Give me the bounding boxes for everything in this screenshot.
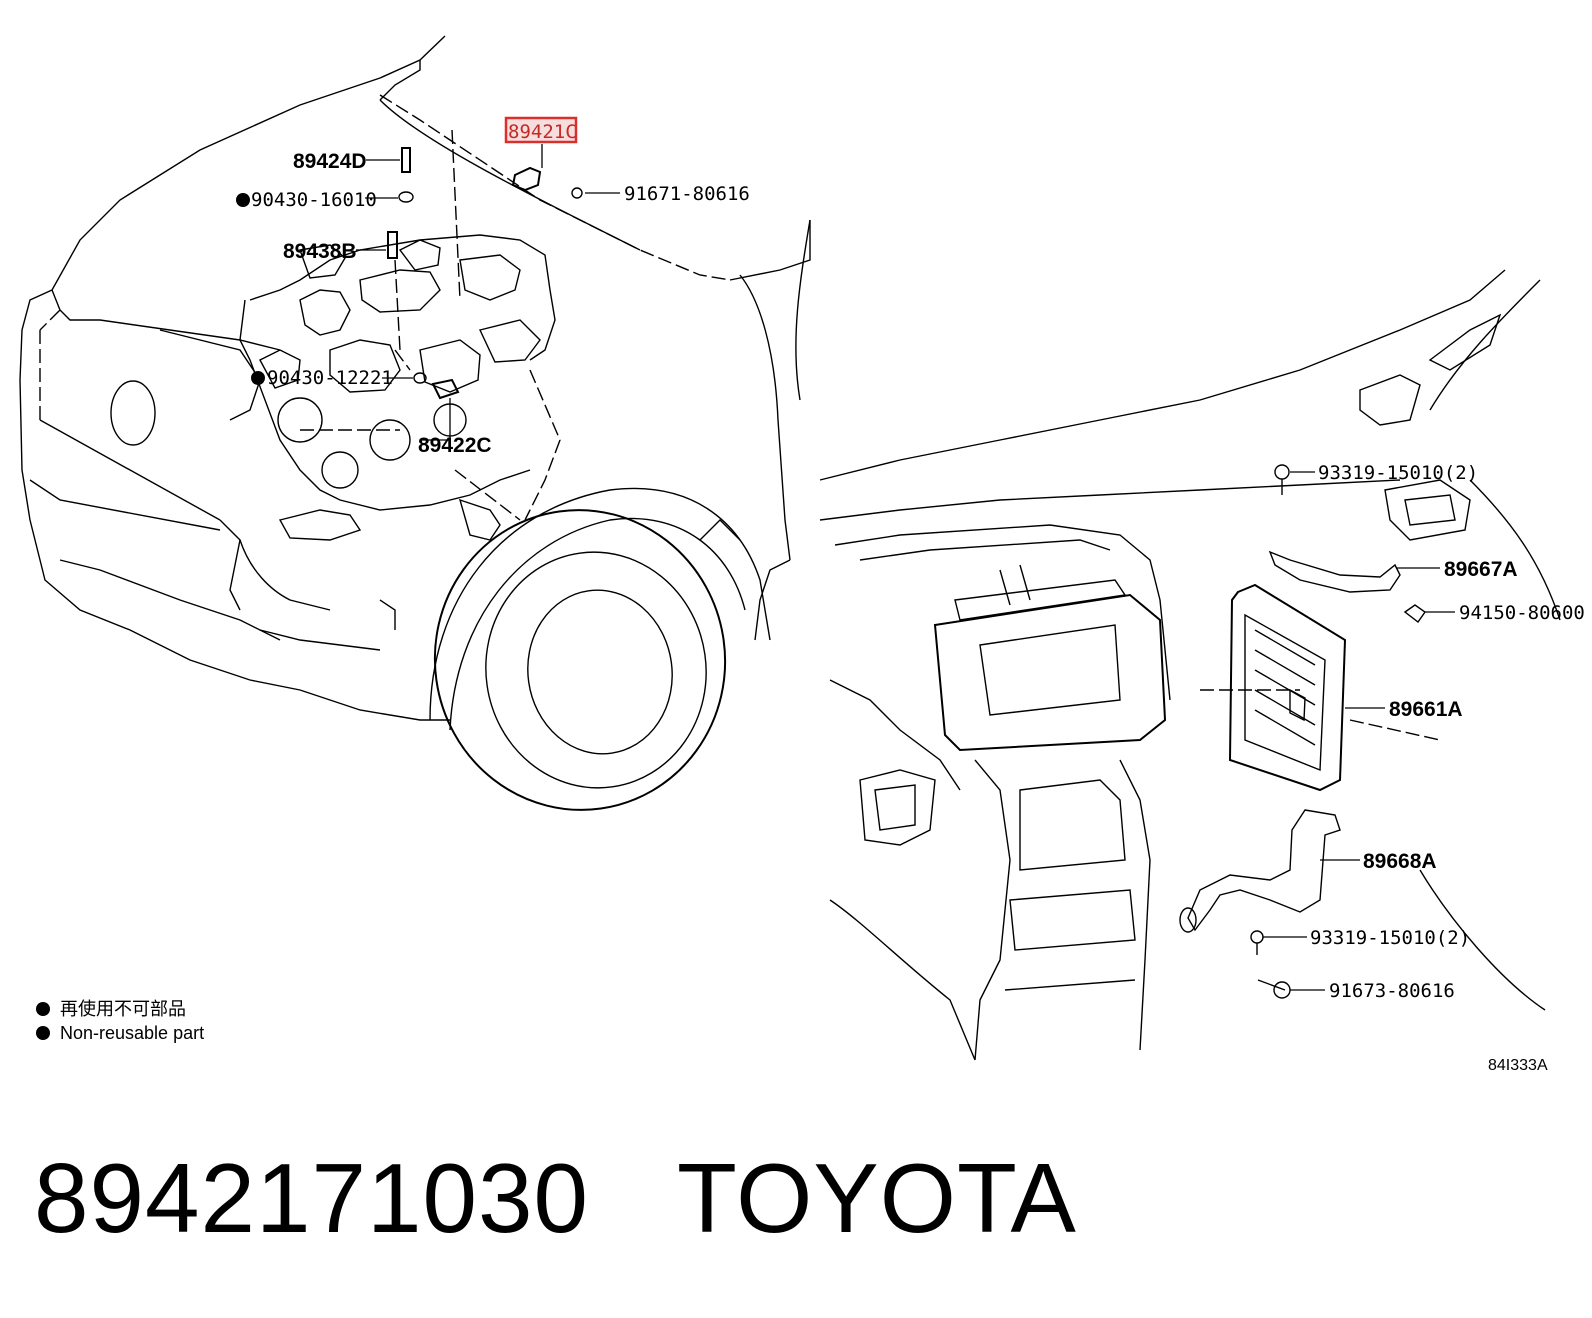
leader-lines (356, 144, 1455, 991)
footer-part-number: 8942171030 (34, 1143, 590, 1253)
footer-brand: TOYOTA (677, 1143, 1077, 1253)
label-89424D[interactable]: 89424D (293, 150, 367, 173)
diagram-reference-code: 84I333A (1488, 1057, 1548, 1074)
non-reusable-marker (236, 193, 250, 207)
label-89422C[interactable]: 89422C (418, 434, 492, 457)
legend-line-english: Non-reusable part (60, 1023, 204, 1043)
label-89438B[interactable]: 89438B (283, 240, 357, 263)
dashboard-illustration (819, 269, 1561, 1061)
label-90430-16010[interactable]: 90430-16010 (251, 189, 377, 211)
highlight-box (504, 116, 578, 144)
footer-caption: 8942171030 TOYOTA (34, 1142, 1077, 1255)
non-reusable-marker (36, 1026, 50, 1040)
label-94150-80600[interactable]: 94150-80600 (1459, 602, 1585, 624)
label-93319-15010-top[interactable]: 93319-15010(2) (1318, 462, 1478, 484)
label-89668A[interactable]: 89668A (1363, 850, 1437, 873)
label-89661A[interactable]: 89661A (1389, 698, 1463, 721)
legend: 再使用不可部品 Non-reusable part (36, 999, 204, 1043)
label-91673-80616[interactable]: 91673-80616 (1329, 980, 1455, 1002)
non-reusable-marker (36, 1002, 50, 1016)
label-89421C[interactable]: 89421C (508, 121, 577, 143)
label-89667A[interactable]: 89667A (1444, 558, 1518, 581)
label-90430-12221[interactable]: 90430-12221 (267, 367, 393, 389)
label-91671-80616[interactable]: 91671-80616 (624, 183, 750, 205)
part-labels: 89421C 89424D 90430-16010 91671-80616 89… (236, 116, 1585, 1002)
non-reusable-marker (251, 371, 265, 385)
vehicle-front-illustration (19, 35, 811, 811)
parts-illustration (387, 147, 1426, 999)
legend-line-japanese: 再使用不可部品 (60, 999, 186, 1019)
label-93319-15010-bottom[interactable]: 93319-15010(2) (1310, 927, 1470, 949)
